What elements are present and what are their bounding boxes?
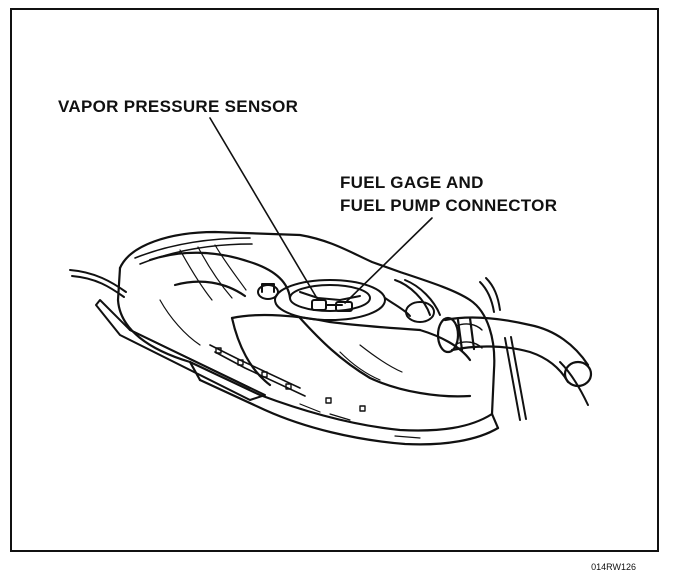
fuel-pump-connector-part	[335, 301, 353, 312]
filler-hose-clamp	[455, 323, 483, 349]
tank-shading	[159, 244, 421, 439]
diagram-frame	[10, 8, 659, 552]
label-fuel-gage-line2: FUEL PUMP CONNECTOR	[340, 196, 558, 215]
strap-bolts	[215, 347, 366, 412]
top-vapor-hose	[384, 279, 441, 323]
mounting-strap-right	[479, 277, 501, 313]
figure-code: 014RW126	[591, 562, 636, 572]
tank-body	[116, 230, 500, 446]
vapor-pressure-sensor-part	[311, 299, 343, 311]
label-fuel-gage-line1: FUEL GAGE AND	[340, 173, 484, 192]
left-fuel-line	[69, 269, 127, 298]
right-breather-line	[504, 336, 589, 421]
label-vapor-pressure-sensor: VAPOR PRESSURE SENSOR	[58, 97, 299, 116]
leader-line-fuel-gage-connector	[344, 217, 433, 304]
leader-line-vapor-pressure-sensor	[209, 117, 319, 301]
